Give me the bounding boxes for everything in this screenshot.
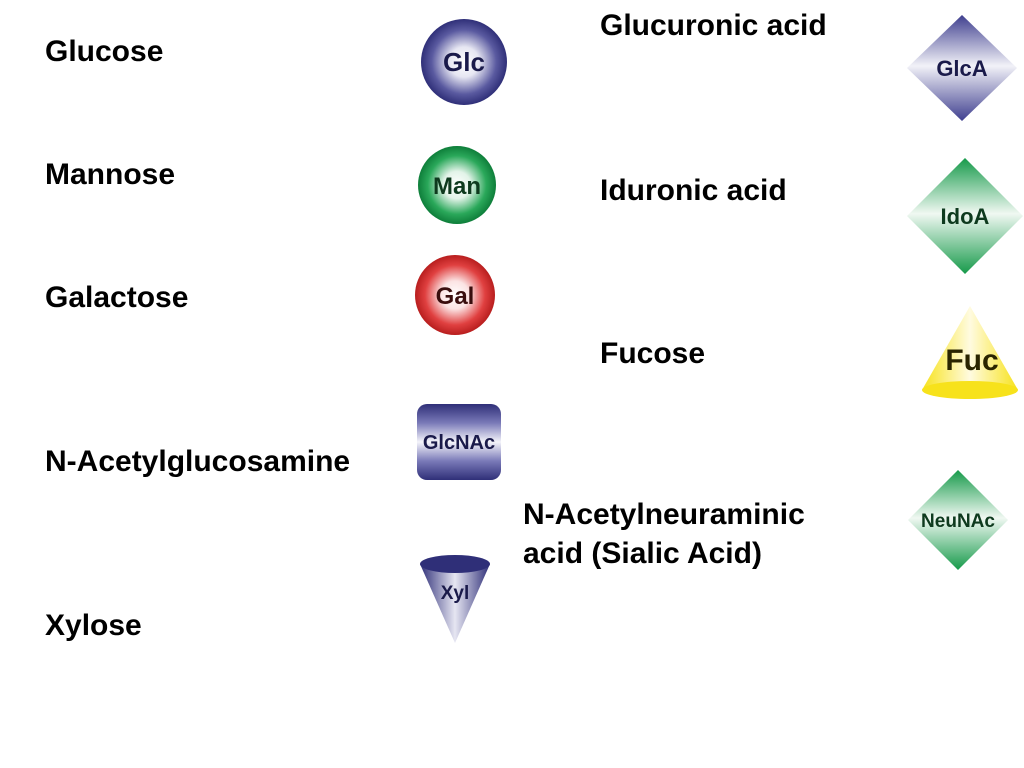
neunac-diamond-icon: NeuNAc <box>908 470 1008 570</box>
fucose-label: Fucose <box>600 337 706 370</box>
xylose-symbol-text: Xyl <box>441 583 470 604</box>
glucose-circle-icon: Glc <box>421 19 507 105</box>
galactose-circle-icon: Gal <box>415 255 495 335</box>
n-acetylglucosamine-label: N-Acetylglucosamine <box>45 445 351 478</box>
xylose-label: Xylose <box>45 609 142 642</box>
glcnac-symbol-text: GlcNAc <box>423 432 495 454</box>
idoa-symbol-text: IdoA <box>941 204 990 229</box>
n-acetylneuraminic-label-line1: N-Acetylneuraminic <box>523 498 805 531</box>
fucose-cone-icon: Fuc <box>922 306 1018 399</box>
iduronic-acid-label: Iduronic acid <box>600 174 787 207</box>
n-acetylneuraminic-label-line2: acid (Sialic Acid) <box>523 537 762 570</box>
neunac-symbol-text: NeuNAc <box>921 511 995 532</box>
idoa-diamond-icon: IdoA <box>907 158 1023 274</box>
mannose-circle-icon: Man <box>418 146 496 224</box>
galactose-symbol-text: Gal <box>436 283 475 310</box>
glcnac-square-icon: GlcNAc <box>417 404 501 480</box>
galactose-label: Galactose <box>45 281 189 314</box>
glucose-symbol-text: Glc <box>443 47 485 77</box>
mannose-label: Mannose <box>45 158 176 191</box>
glca-diamond-icon: GlcA <box>907 15 1017 121</box>
glca-symbol-text: GlcA <box>936 56 987 81</box>
glucose-label: Glucose <box>45 35 164 68</box>
glucuronic-acid-label: Glucuronic acid <box>600 9 827 42</box>
xylose-cone-icon: Xyl <box>420 555 490 643</box>
mannose-symbol-text: Man <box>433 173 481 200</box>
fucose-symbol-text: Fuc <box>945 344 998 377</box>
